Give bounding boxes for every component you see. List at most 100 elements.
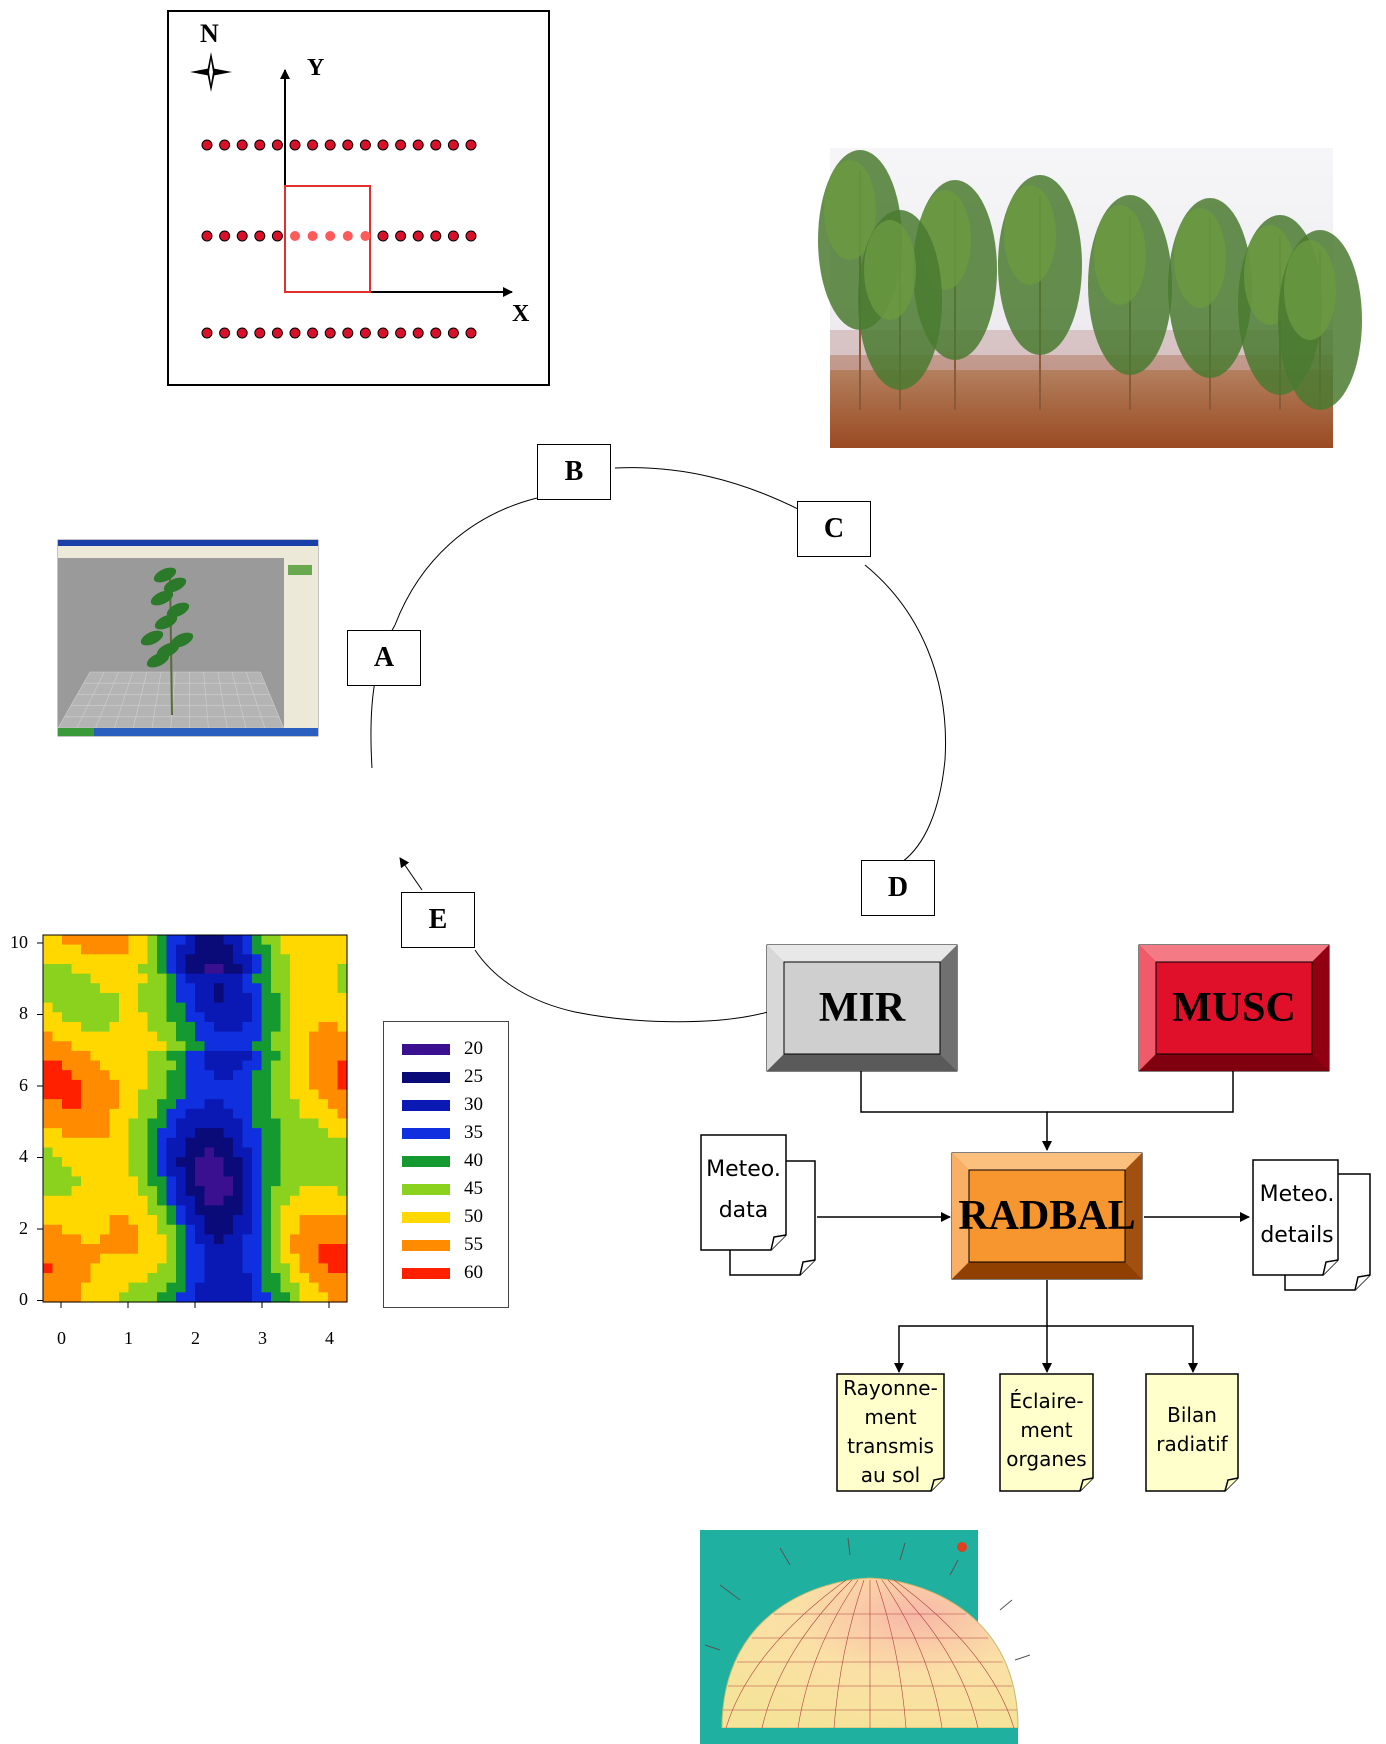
y-tick-8: 8 [19,1003,28,1023]
legend-label: 55 [464,1234,483,1255]
organ-lighting-note: Éclaire- ment organes [1000,1387,1093,1474]
radiative-balance-line-1: Bilan [1167,1403,1217,1427]
step-b-box: B [537,444,611,500]
plant-dot [465,139,477,151]
forest-image [818,148,1362,448]
plant-dot [324,139,336,151]
x-tick-1: 1 [124,1328,133,1348]
plant-dot [325,231,336,241]
meteo-data-doc-shape [700,1134,816,1276]
x-tick-2: 2 [191,1328,200,1348]
output-doc-shapes [836,1373,1239,1492]
plant-dot [236,139,248,151]
sky-dome-image [700,1530,1031,1744]
transmitted-radiation-note: Rayonne- ment transmis au sol [837,1374,944,1490]
legend-swatch [402,1267,450,1279]
legend-swatch [402,1239,450,1251]
plant-dot [395,139,407,151]
plant-dot [307,231,318,241]
legend-item: 20 [402,1038,483,1059]
step-d-box: D [861,860,935,916]
plant-dot [271,230,283,242]
site-plan [167,10,550,386]
legend-label: 30 [464,1094,483,1115]
legend-label: 20 [464,1038,483,1059]
meteo-data-line-1: Meteo. [706,1157,781,1182]
sun-icon [957,1542,967,1552]
plant-dot [201,139,213,151]
x-axis-label: X [512,301,530,327]
legend-label: 50 [464,1206,483,1227]
meteo-details-note: Meteo. details [1252,1180,1342,1250]
heatmap-chart [37,934,348,1308]
plant-dot [342,231,353,241]
plant-dot [236,327,248,339]
meteo-details-line-2: details [1260,1223,1334,1248]
plant-dot [307,139,319,151]
plant-dot [254,327,266,339]
meteo-details-line-1: Meteo. [1259,1182,1335,1207]
mir-label: MIR [818,985,906,1031]
plant-dot [377,327,389,339]
legend-item: 60 [402,1262,483,1283]
plant-dot [430,327,442,339]
legend-label: 35 [464,1122,483,1143]
mir-box-shape [766,944,958,1072]
plant-dot [412,327,424,339]
plant-dot [342,139,354,151]
plant-dot [289,327,301,339]
meteo-data-note: Meteo. data [701,1155,786,1225]
plant-dot [219,327,231,339]
musc-label: MUSC [1172,985,1296,1031]
plant-dot [271,327,283,339]
organ-lighting-line-2: ment [1020,1418,1073,1442]
legend-item: 25 [402,1066,483,1087]
transmitted-line-4: au sol [860,1463,921,1487]
plant-dot [254,139,266,151]
transmitted-line-3: transmis [847,1434,934,1458]
legend-swatch [402,1071,450,1083]
meteo-data-line-2: data [718,1198,769,1223]
plant-dot [447,139,459,151]
transmitted-line-2: ment [864,1405,917,1429]
legend-label: 60 [464,1262,483,1283]
compass-icon [190,52,232,92]
step-a-box: A [347,630,421,686]
plant-dot [377,139,389,151]
plant-dot [359,327,371,339]
legend-swatch [402,1099,450,1111]
plant-dot [201,230,213,242]
plant-dot [289,139,301,151]
organ-lighting-line-1: Éclaire- [1009,1389,1084,1413]
musc-box-shape [1138,944,1330,1072]
y-tick-0: 0 [19,1289,28,1309]
plant-dot [324,327,336,339]
legend-item: 30 [402,1094,483,1115]
legend-item: 45 [402,1178,483,1199]
legend-swatch [402,1155,450,1167]
radbal-box-shape [951,1152,1143,1280]
legend-swatch [402,1043,450,1055]
y-axis-label: Y [307,55,325,81]
legend-item: 55 [402,1234,483,1255]
north-label: N [200,19,219,48]
plant-rows [201,139,477,339]
organ-lighting-line-3: organes [1006,1447,1087,1471]
plant-dot [271,139,283,151]
plant-dot [430,139,442,151]
legend-swatch [402,1127,450,1139]
plant-dot [236,230,248,242]
legend-swatch [402,1183,450,1195]
legend-item: 40 [402,1150,483,1171]
radiative-balance-line-2: radiatif [1156,1432,1228,1456]
y-tick-2: 2 [19,1218,28,1238]
plant-viewer-image [57,539,319,737]
x-tick-3: 3 [258,1328,267,1348]
radiative-balance-note: Bilan radiatif [1146,1401,1238,1459]
legend-swatch [402,1211,450,1223]
plant-dot [360,231,371,241]
plant-dot [219,139,231,151]
plant-dot [377,230,389,242]
meteo-details-doc-shape [1252,1159,1371,1291]
